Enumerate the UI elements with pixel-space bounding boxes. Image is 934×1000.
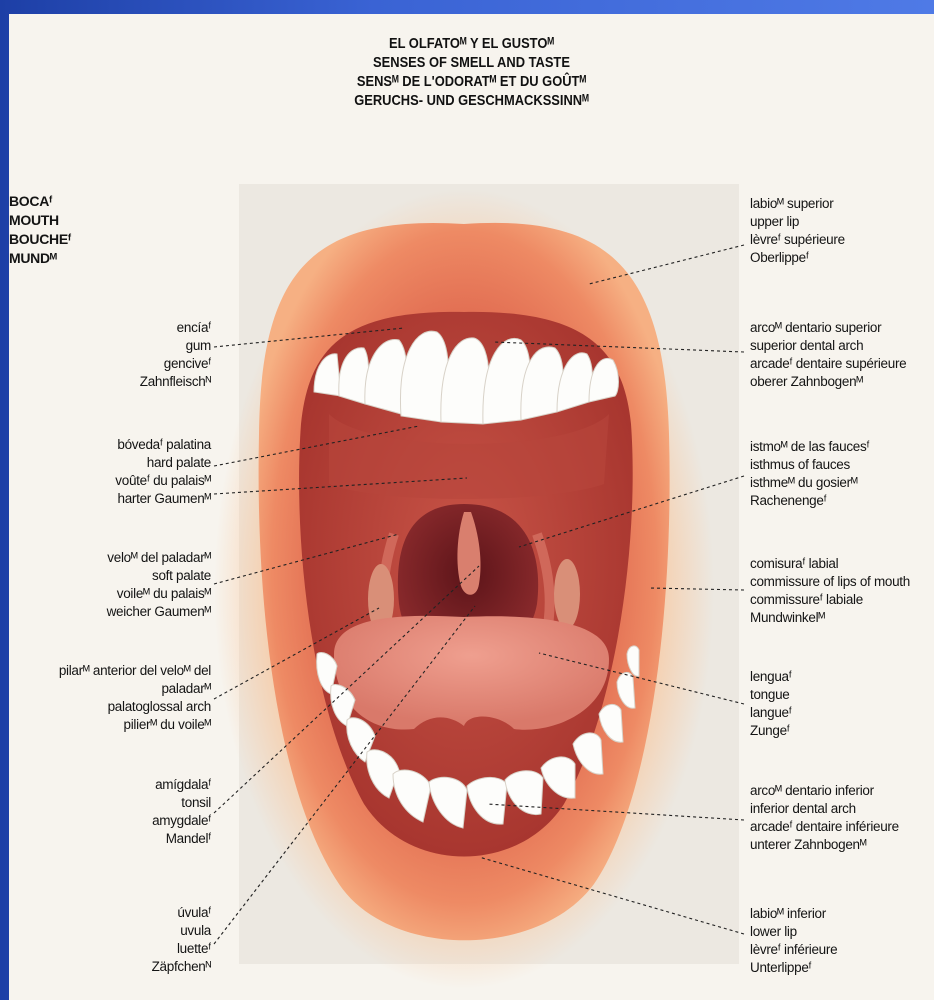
label-line: langueᶠ bbox=[750, 704, 792, 722]
section-line: MUNDᴹ bbox=[9, 249, 71, 268]
label-line: unterer Zahnbogenᴹ bbox=[750, 836, 899, 854]
label-line: luetteᶠ bbox=[152, 940, 211, 958]
label-isthmus-of-fauces: istmoᴹ de las faucesᶠ isthmus of fauces … bbox=[750, 438, 869, 510]
label-line: pilarᴹ anterior del veloᴹ del bbox=[59, 662, 211, 680]
label-line: pilierᴹ du voileᴹ bbox=[59, 716, 211, 734]
label-line: Mundwinkelᴹ bbox=[750, 609, 910, 627]
label-line: voûteᶠ du palaisᴹ bbox=[115, 472, 211, 490]
section-line: MOUTH bbox=[9, 211, 71, 230]
label-line: harter Gaumenᴹ bbox=[115, 490, 211, 508]
label-line: úvulaᶠ bbox=[152, 904, 211, 922]
label-line: soft palate bbox=[107, 567, 211, 585]
label-line: labioᴹ inferior bbox=[750, 905, 837, 923]
label-line: arcoᴹ dentario inferior bbox=[750, 782, 899, 800]
label-line: paladarᴹ bbox=[59, 680, 211, 698]
section-line: BOUCHEᶠ bbox=[9, 230, 71, 249]
tongue-shape bbox=[334, 616, 609, 730]
label-line: veloᴹ del paladarᴹ bbox=[107, 549, 211, 567]
label-line: amygdaleᶠ bbox=[152, 812, 211, 830]
label-line: arcadeᶠ dentaire supérieure bbox=[750, 355, 906, 373]
label-line: Zäpfchenᴺ bbox=[152, 958, 211, 976]
right-tonsil bbox=[554, 559, 580, 629]
label-line: tonsil bbox=[152, 794, 211, 812]
label-line: palatoglossal arch bbox=[59, 698, 211, 716]
label-line: encíaᶠ bbox=[140, 319, 211, 337]
label-lower-lip: labioᴹ inferior lower lip lèvreᶠ inférie… bbox=[750, 905, 837, 977]
label-line: Rachenengeᶠ bbox=[750, 492, 869, 510]
label-line: lower lip bbox=[750, 923, 837, 941]
label-hard-palate: bóvedaᶠ palatina hard palate voûteᶠ du p… bbox=[115, 436, 211, 508]
label-line: lèvreᶠ supérieure bbox=[750, 231, 845, 249]
label-line: hard palate bbox=[115, 454, 211, 472]
label-line: oberer Zahnbogenᴹ bbox=[750, 373, 906, 391]
diagram-page: EL OLFATOᴹ Y EL GUSTOᴹ SENSES OF SMELL A… bbox=[9, 14, 934, 1000]
label-line: inferior dental arch bbox=[750, 800, 899, 818]
label-line: lenguaᶠ bbox=[750, 668, 792, 686]
label-line: Unterlippeᶠ bbox=[750, 959, 837, 977]
label-line: isthmeᴹ du gosierᴹ bbox=[750, 474, 869, 492]
section-line: BOCAᶠ bbox=[9, 192, 71, 211]
label-line: uvula bbox=[152, 922, 211, 940]
label-line: Mandelᶠ bbox=[152, 830, 211, 848]
label-line: lèvreᶠ inférieure bbox=[750, 941, 837, 959]
label-tongue: lenguaᶠ tongue langueᶠ Zungeᶠ bbox=[750, 668, 792, 740]
label-superior-dental-arch: arcoᴹ dentario superior superior dental … bbox=[750, 319, 906, 391]
label-uvula: úvulaᶠ uvula luetteᶠ Zäpfchenᴺ bbox=[152, 904, 211, 976]
label-palatoglossal-arch: pilarᴹ anterior del veloᴹ del paladarᴹ p… bbox=[59, 662, 211, 734]
section-title: BOCAᶠ MOUTH BOUCHEᶠ MUNDᴹ bbox=[9, 192, 71, 268]
label-inferior-dental-arch: arcoᴹ dentario inferior inferior dental … bbox=[750, 782, 899, 854]
label-line: gum bbox=[140, 337, 211, 355]
label-line: upper lip bbox=[750, 213, 845, 231]
label-line: Zungeᶠ bbox=[750, 722, 792, 740]
label-commissure: comisuraᶠ labial commissure of lips of m… bbox=[750, 555, 910, 627]
label-line: genciveᶠ bbox=[140, 355, 211, 373]
label-upper-lip: labioᴹ superior upper lip lèvreᶠ supérie… bbox=[750, 195, 845, 267]
label-line: superior dental arch bbox=[750, 337, 906, 355]
label-line: isthmus of fauces bbox=[750, 456, 869, 474]
label-line: amígdalaᶠ bbox=[152, 776, 211, 794]
label-line: tongue bbox=[750, 686, 792, 704]
label-line: Oberlippeᶠ bbox=[750, 249, 845, 267]
label-line: arcadeᶠ dentaire inférieure bbox=[750, 818, 899, 836]
label-line: istmoᴹ de las faucesᶠ bbox=[750, 438, 869, 456]
label-line: voileᴹ du palaisᴹ bbox=[107, 585, 211, 603]
label-line: labioᴹ superior bbox=[750, 195, 845, 213]
label-line: arcoᴹ dentario superior bbox=[750, 319, 906, 337]
label-line: comisuraᶠ labial bbox=[750, 555, 910, 573]
label-line: commissure of lips of mouth bbox=[750, 573, 910, 591]
label-line: weicher Gaumenᴹ bbox=[107, 603, 211, 621]
label-soft-palate: veloᴹ del paladarᴹ soft palate voileᴹ du… bbox=[107, 549, 211, 621]
label-line: commissureᶠ labiale bbox=[750, 591, 910, 609]
label-line: Zahnfleischᴺ bbox=[140, 373, 211, 391]
label-line: bóvedaᶠ palatina bbox=[115, 436, 211, 454]
label-gum: encíaᶠ gum genciveᶠ Zahnfleischᴺ bbox=[140, 319, 211, 391]
label-tonsil: amígdalaᶠ tonsil amygdaleᶠ Mandelᶠ bbox=[152, 776, 211, 848]
